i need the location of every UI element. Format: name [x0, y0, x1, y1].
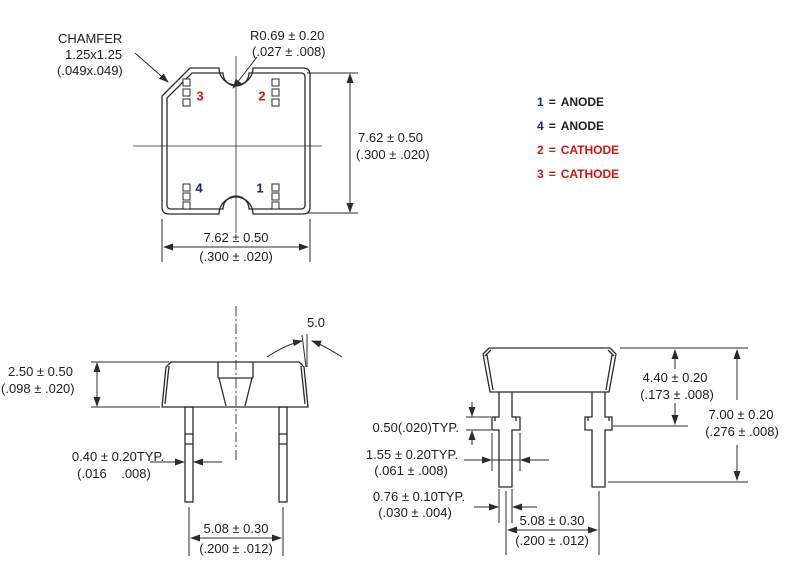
- front-standoff-width-in: (.061 ± .008): [374, 463, 448, 478]
- front-overall-height-in: (.276 ± .008): [705, 424, 779, 439]
- side-lead-pitch-in: (.200 ± .012): [199, 541, 273, 556]
- pin-pads: [182, 78, 280, 210]
- side-lead-pitch-mm: 5.08 ± 0.30: [203, 521, 269, 536]
- chamfer-callout-line2: 1.25x1.25: [65, 47, 123, 62]
- chamfer-callout-line3: (.049x.049): [57, 63, 123, 78]
- side-lead-width-mm: 0.40 ± 0.20TYP.: [71, 449, 165, 464]
- legend-pin-number: 4: [537, 119, 544, 133]
- side-lead-width-in: (.016 .008): [77, 466, 151, 481]
- draft-angle-value: 5.0: [306, 315, 326, 330]
- legend-equals: =: [548, 143, 556, 157]
- legend-label: ANODE: [560, 95, 605, 109]
- front-standoff-height: 0.50(.020)TYP.: [372, 420, 459, 435]
- legend-pin-number: 1: [537, 95, 544, 109]
- legend-label: CATHODE: [560, 143, 620, 157]
- front-lead-width-mm: 0.76 ± 0.10TYP.: [372, 489, 466, 504]
- legend-item-cathode-2: 2 = CATHODE: [517, 129, 619, 171]
- legend-pin-number: 3: [537, 167, 544, 181]
- front-view-body: [482, 347, 617, 488]
- front-view-dimensions: [464, 347, 748, 555]
- front-standoff-width-mm: 1.55 ± 0.20TYP.: [365, 447, 459, 462]
- front-lead-pitch-mm: 5.08 ± 0.30: [519, 513, 585, 528]
- legend-pin-number: 2: [537, 143, 544, 157]
- front-lead-pitch-in: (.200 ± .012): [515, 533, 589, 548]
- chamfer-callout-line1: CHAMFER: [58, 31, 123, 46]
- side-view-dimensions: [91, 361, 284, 556]
- legend-equals: =: [548, 167, 556, 181]
- pin-number-3: 3: [196, 88, 204, 104]
- radius-callout-line2: (.027 ± .008): [252, 44, 326, 59]
- top-view-dimensions: [134, 52, 358, 262]
- pin-number-1: 1: [256, 180, 264, 196]
- side-body-height-in: (.098 ± .020): [1, 381, 75, 396]
- front-body-standoff-in: (.173 ± .008): [640, 387, 714, 402]
- top-view-width-dim-in: (.300 ± .020): [199, 249, 273, 264]
- radius-callout-line1: R0.69 ± 0.20: [250, 28, 325, 43]
- front-lead-width-in: (.030 ± .004): [378, 505, 452, 520]
- legend-item-cathode-3: 3 = CATHODE: [517, 153, 619, 195]
- side-body-height-mm: 2.50 ± 0.50: [8, 364, 73, 379]
- pin-number-2: 2: [258, 88, 266, 104]
- top-view-height-dim-in: (.300 ± .020): [356, 147, 430, 162]
- legend-label: CATHODE: [560, 167, 620, 181]
- legend-equals: =: [548, 95, 556, 109]
- top-view-height-dim-mm: 7.62 ± 0.50: [358, 130, 423, 145]
- legend-label: ANODE: [560, 119, 605, 133]
- front-body-standoff-mm: 4.40 ± 0.20: [642, 370, 708, 385]
- legend-item-anode-1: 1 = ANODE: [517, 81, 604, 123]
- pin-number-4: 4: [195, 180, 203, 196]
- side-view-draft-angle: [266, 334, 343, 368]
- top-view-width-dim-mm: 7.62 ± 0.50: [203, 230, 269, 245]
- legend-item-anode-4: 4 = ANODE: [517, 105, 604, 147]
- side-view-body: [161, 361, 309, 503]
- legend-equals: =: [548, 119, 556, 133]
- front-overall-height-mm: 7.00 ± 0.20: [708, 407, 774, 422]
